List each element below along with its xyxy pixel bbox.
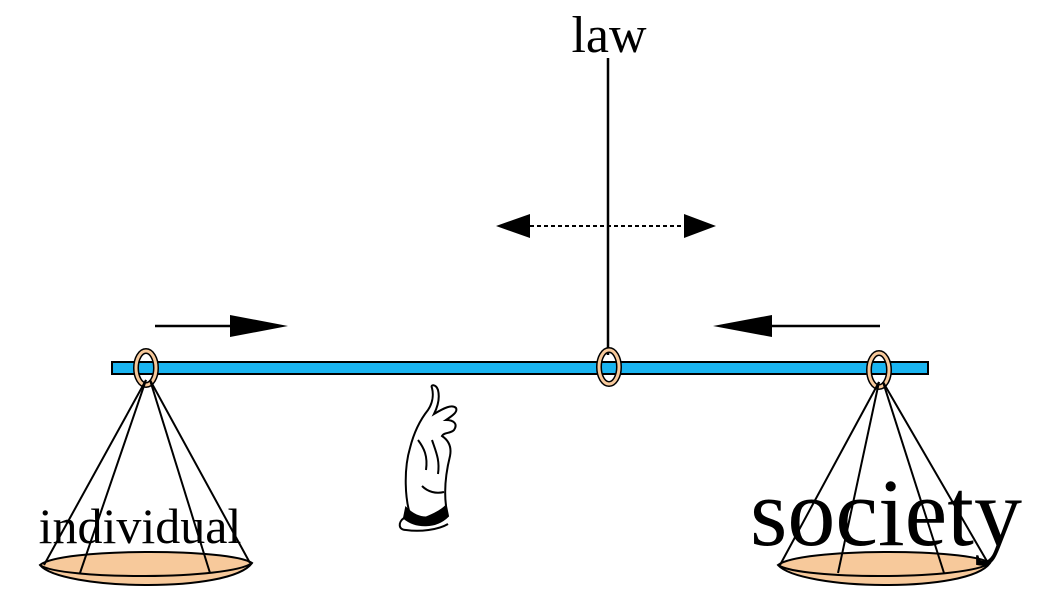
arrow-right-icon (155, 315, 288, 337)
arrow-left-icon (713, 315, 880, 337)
right-pan-strings (779, 381, 989, 574)
individual-label: individual (39, 498, 242, 554)
right-pan (776, 551, 992, 586)
society-label: society (750, 459, 1022, 566)
left-pan-strings (43, 379, 251, 574)
double-headed-dotted-arrow-icon (496, 214, 716, 238)
pointing-hand-icon (398, 384, 458, 532)
left-pan (38, 551, 254, 586)
balance-beam (111, 361, 929, 375)
law-label: law (571, 7, 647, 64)
